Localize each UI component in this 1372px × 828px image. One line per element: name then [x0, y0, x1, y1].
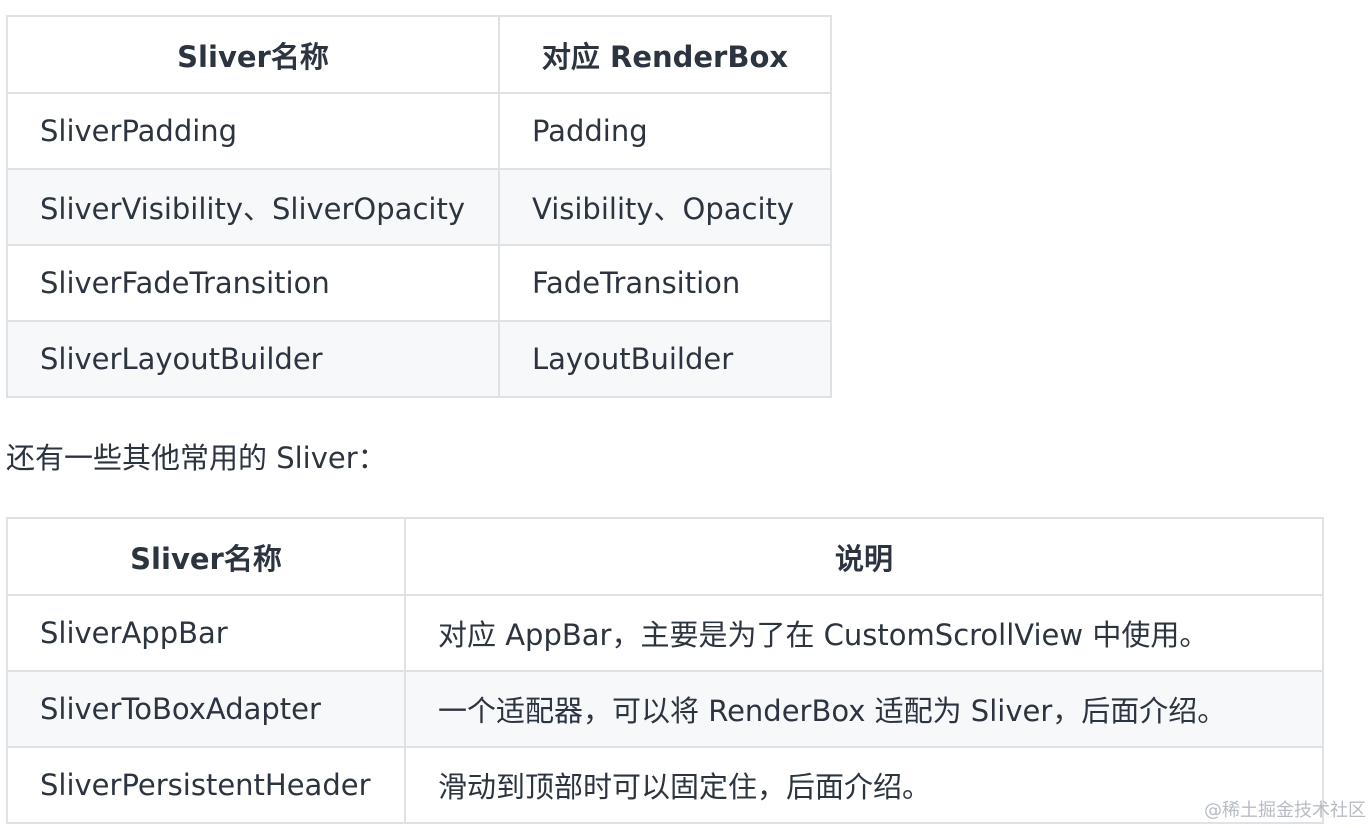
table-cell: SliverAppBar [6, 594, 406, 672]
table-cell: SliverVisibility、SliverOpacity [6, 168, 500, 246]
table-row: SliverPersistentHeader 滑动到顶部时可以固定住，后面介绍。 [6, 746, 1324, 824]
other-slivers-table: Sliver名称 说明 SliverAppBar 对应 AppBar，主要是为了… [6, 517, 1324, 824]
table-cell: LayoutBuilder [498, 320, 832, 398]
table-header-row: Sliver名称 对应 RenderBox [6, 15, 832, 94]
table-header-row: Sliver名称 说明 [6, 517, 1324, 596]
table-cell: 一个适配器，可以将 RenderBox 适配为 Sliver，后面介绍。 [404, 670, 1324, 748]
table-cell: 对应 AppBar，主要是为了在 CustomScrollView 中使用。 [404, 594, 1324, 672]
table-cell: SliverPersistentHeader [6, 746, 406, 824]
column-header-sliver-name: Sliver名称 [6, 517, 406, 596]
watermark: @稀土掘金技术社区 [1204, 800, 1366, 821]
table-cell: SliverToBoxAdapter [6, 670, 406, 748]
table-cell: FadeTransition [498, 244, 832, 322]
table-cell: Visibility、Opacity [498, 168, 832, 246]
column-header-renderbox: 对应 RenderBox [498, 15, 832, 94]
table-cell: SliverLayoutBuilder [6, 320, 500, 398]
table-row: SliverPadding Padding [6, 92, 832, 170]
table-row: SliverLayoutBuilder LayoutBuilder [6, 320, 832, 398]
table-cell: 滑动到顶部时可以固定住，后面介绍。 [404, 746, 1324, 824]
table-row: SliverVisibility、SliverOpacity Visibilit… [6, 168, 832, 246]
table-cell: SliverFadeTransition [6, 244, 500, 322]
column-header-description: 说明 [404, 517, 1324, 596]
table-cell: Padding [498, 92, 832, 170]
column-header-sliver-name: Sliver名称 [6, 15, 500, 94]
intro-paragraph: 还有一些其他常用的 Sliver： [6, 441, 387, 475]
table-row: SliverFadeTransition FadeTransition [6, 244, 832, 322]
table-row: SliverToBoxAdapter 一个适配器，可以将 RenderBox 适… [6, 670, 1324, 748]
table-row: SliverAppBar 对应 AppBar，主要是为了在 CustomScro… [6, 594, 1324, 672]
table-cell: SliverPadding [6, 92, 500, 170]
sliver-renderbox-table: Sliver名称 对应 RenderBox SliverPadding Padd… [6, 15, 832, 398]
